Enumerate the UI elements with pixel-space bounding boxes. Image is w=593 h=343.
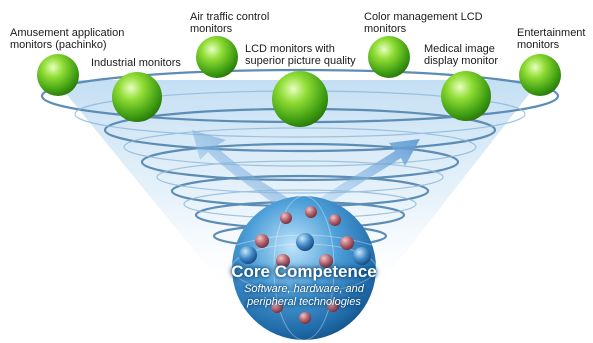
- label-color-management-monitors: Color management LCD monitors: [364, 11, 483, 35]
- label-industrial-monitors: Industrial monitors: [91, 57, 181, 69]
- sphere-industrial: [112, 72, 162, 122]
- node: [239, 246, 257, 264]
- node: [276, 254, 290, 268]
- ring-3: [140, 142, 460, 182]
- node: [329, 214, 341, 226]
- sphere-entertainment: [519, 54, 561, 96]
- node: [280, 212, 292, 224]
- left-arrow: [192, 130, 300, 215]
- node: [340, 236, 354, 250]
- label-entertainment-monitors: Entertainment monitors: [517, 27, 586, 51]
- node: [319, 254, 333, 268]
- node: [271, 301, 283, 313]
- core-sphere: [232, 196, 376, 340]
- node: [296, 233, 314, 251]
- node: [353, 247, 371, 265]
- node: [305, 206, 317, 218]
- sphere-amusement: [37, 54, 79, 96]
- label-amusement-monitors: Amusement application monitors (pachinko…: [10, 27, 125, 51]
- sphere-medical: [441, 71, 491, 121]
- sphere-air-traffic: [196, 36, 238, 78]
- right-arrow: [300, 139, 420, 217]
- node: [299, 312, 311, 324]
- sphere-color-mgmt: [368, 36, 410, 78]
- label-lcd-quality-monitors: LCD monitors with superior picture quali…: [245, 43, 356, 67]
- core-competence-title: Core Competence: [231, 262, 377, 281]
- node: [327, 300, 339, 312]
- market-spheres: [37, 36, 561, 127]
- label-medical-display-monitor: Medical image display monitor: [424, 43, 498, 67]
- core-competence-subtitle: Software, hardware, and peripheral techn…: [244, 283, 364, 308]
- sphere-lcd-quality: [272, 71, 328, 127]
- funnel-cone: [55, 80, 540, 285]
- core-nodes: [239, 206, 371, 324]
- node: [255, 234, 269, 248]
- label-air-traffic-monitors: Air traffic control monitors: [190, 11, 270, 35]
